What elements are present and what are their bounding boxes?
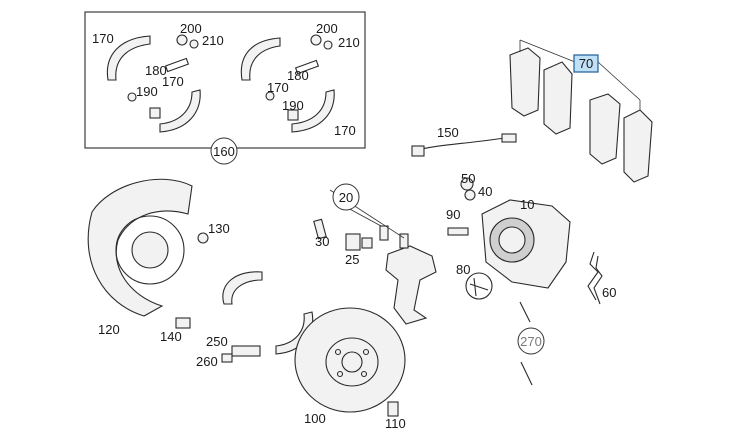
seal-kit-80 <box>465 272 493 300</box>
shield-hub <box>131 231 169 269</box>
label-200-a: 200 <box>180 21 202 36</box>
left-adjuster <box>149 107 161 119</box>
label-170-b: 170 <box>162 74 184 89</box>
label-40: 40 <box>478 184 492 199</box>
label-200-b: 200 <box>316 21 338 36</box>
label-120: 120 <box>98 322 120 337</box>
label-10: 10 <box>520 197 534 212</box>
label-190-a: 190 <box>136 84 158 99</box>
shield-backplate <box>115 215 185 285</box>
sleeve-a <box>379 225 389 241</box>
bolt-140-group: 140 <box>160 317 191 344</box>
wear-sensor-cable <box>417 137 506 151</box>
left-brake-shoe-outer <box>106 35 151 81</box>
label-140: 140 <box>160 329 182 344</box>
right-adjuster <box>287 109 299 121</box>
left-pin-200 <box>176 34 188 46</box>
label-270-circle <box>517 327 545 355</box>
right-pin-210 <box>323 40 333 50</box>
brake-pads-group: 70 <box>509 39 653 183</box>
label-150: 150 <box>437 125 459 140</box>
left-clip-190 <box>127 92 137 102</box>
right-pin-200 <box>310 34 322 46</box>
screw-110-group: 110 <box>385 401 406 431</box>
label-70: 70 <box>579 56 593 71</box>
pad-4 <box>623 109 653 183</box>
bolt-270-group: 270 <box>517 301 545 386</box>
nut-130 <box>197 232 209 244</box>
right-brake-shoe-outer <box>240 37 281 81</box>
label-210-a: 210 <box>202 33 224 48</box>
bleed-screw-50 <box>460 177 474 191</box>
label-260: 260 <box>196 354 218 369</box>
bushing-25 <box>361 237 373 249</box>
brake-disc-group: 100 <box>294 307 406 426</box>
brake-disc-center <box>341 351 363 373</box>
spring-clip <box>587 251 599 301</box>
label-210-b: 210 <box>338 35 360 50</box>
label-25: 25 <box>345 252 359 267</box>
left-spring <box>164 57 190 73</box>
label-190-b: 190 <box>282 98 304 113</box>
wear-sensor-plug <box>411 145 425 157</box>
bolt-90 <box>447 227 469 236</box>
label-180-b: 180 <box>287 68 309 83</box>
right-clip-190 <box>265 91 275 101</box>
caliper-carrier <box>385 245 437 325</box>
label-60: 60 <box>602 285 616 300</box>
label-100: 100 <box>304 411 326 426</box>
label-110: 110 <box>385 416 406 431</box>
dust-shield <box>87 178 193 317</box>
spring-260 <box>221 353 233 363</box>
left-brake-shoe-inner <box>159 89 201 133</box>
screw-110 <box>387 401 399 417</box>
label-20-circle <box>332 183 360 211</box>
label-170-c: 170 <box>267 80 289 95</box>
label-170-d: 170 <box>334 123 356 138</box>
right-brake-shoe-inner <box>291 89 335 133</box>
right-spring <box>294 59 320 75</box>
label-70-box <box>573 54 599 73</box>
adjuster-250 <box>231 345 261 357</box>
caliper-group: 50 40 10 90 80 <box>446 171 571 300</box>
parking-brake-shoe-kit-group: 170 200 210 180 170 190 200 210 180 170 … <box>84 11 366 165</box>
label-80: 80 <box>456 262 470 277</box>
label-270: 270 <box>520 334 542 349</box>
label-250: 250 <box>206 334 228 349</box>
carrier-group: 20 30 25 <box>313 183 437 325</box>
wear-sensor-tip <box>501 133 517 143</box>
pad-3 <box>589 93 621 165</box>
dust-shield-group: 130 120 <box>87 178 230 337</box>
spring-clip-group: 60 <box>587 251 616 305</box>
sleeve-b <box>399 233 409 249</box>
pad-1 <box>509 47 541 117</box>
label-20: 20 <box>339 190 353 205</box>
label-90: 90 <box>446 207 460 222</box>
label-160: 160 <box>213 144 235 159</box>
brake-disc-hat <box>325 337 379 387</box>
label-130: 130 <box>208 221 230 236</box>
boot-25 <box>345 233 361 251</box>
label-180-a: 180 <box>145 63 167 78</box>
label-160-circle <box>210 137 238 165</box>
guide-pin-30 <box>313 218 327 240</box>
label-170-a: 170 <box>92 31 114 46</box>
label-30: 30 <box>315 234 329 249</box>
parking-shoe-left <box>222 271 263 305</box>
left-pin-210 <box>189 39 199 49</box>
cap-40 <box>464 189 476 201</box>
bolt-140 <box>175 317 191 329</box>
brake-disc-outer <box>294 307 406 413</box>
pad-2 <box>543 61 573 135</box>
wear-sensor-group: 150 <box>411 125 517 157</box>
caliper-piston-inner <box>498 226 526 254</box>
label-50: 50 <box>461 171 475 186</box>
